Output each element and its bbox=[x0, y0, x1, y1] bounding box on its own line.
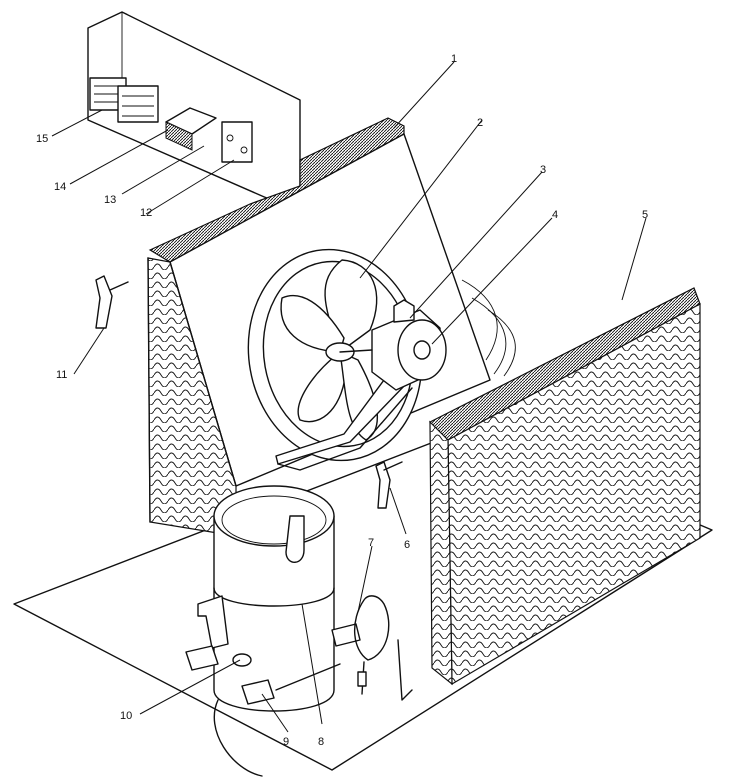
callout-9: 9 bbox=[283, 736, 289, 748]
tube-fitting-11 bbox=[95, 275, 129, 329]
grommet bbox=[232, 653, 252, 667]
callout-5: 5 bbox=[642, 209, 648, 221]
callout-labels: 1 2 3 4 5 6 7 8 9 10 11 12 13 14 15 bbox=[36, 53, 648, 748]
callout-1: 1 bbox=[451, 53, 457, 65]
callout-8: 8 bbox=[318, 736, 324, 748]
fan-motor bbox=[339, 299, 447, 391]
leader-lines bbox=[51, 61, 647, 733]
callout-14: 14 bbox=[54, 181, 66, 193]
callout-7: 7 bbox=[368, 537, 374, 549]
control-box bbox=[87, 11, 301, 213]
airflow-lines bbox=[461, 279, 516, 377]
tubing-loop bbox=[213, 699, 263, 777]
callout-13: 13 bbox=[104, 194, 116, 206]
compressor bbox=[197, 485, 335, 712]
tube-fitting-6 bbox=[375, 461, 403, 509]
fan-blade bbox=[280, 259, 378, 441]
left-condenser-coil bbox=[147, 257, 237, 537]
callout-10: 10 bbox=[120, 710, 132, 722]
callout-11: 11 bbox=[56, 369, 67, 381]
capillary-coil bbox=[353, 595, 413, 701]
callout-2: 2 bbox=[477, 117, 483, 129]
callout-15: 15 bbox=[36, 133, 48, 145]
callout-12: 12 bbox=[140, 207, 152, 219]
right-condenser-coil bbox=[428, 287, 701, 686]
callout-6: 6 bbox=[404, 539, 410, 551]
base-pan bbox=[13, 427, 713, 771]
callout-4: 4 bbox=[552, 209, 558, 221]
callout-3: 3 bbox=[540, 164, 546, 176]
mounting-feet bbox=[185, 623, 361, 705]
